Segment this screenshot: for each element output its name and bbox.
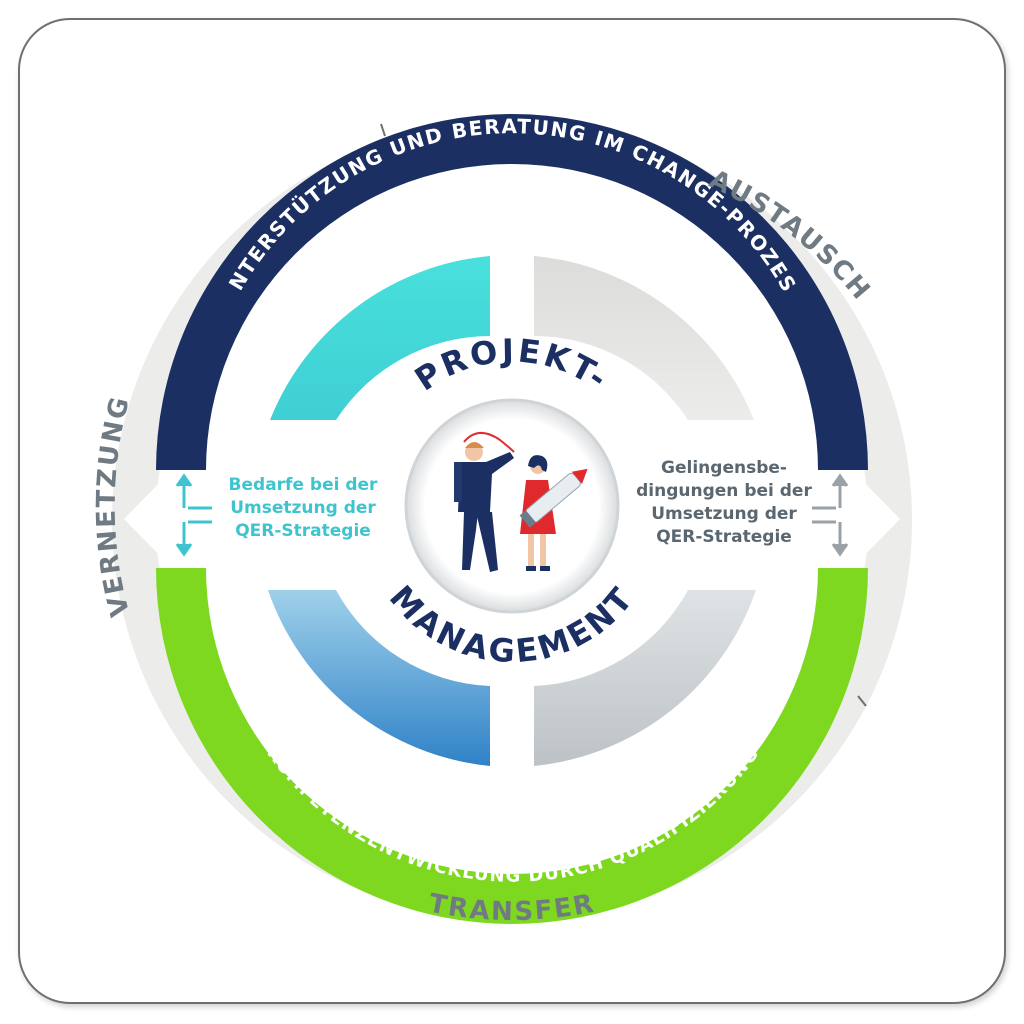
left-description-line: Bedarfe bei der [228, 475, 378, 495]
right-description: Gelingensbe- dingungen bei der Umsetzung… [636, 457, 812, 549]
right-arrows-icon [812, 473, 849, 557]
ring-top-arc [156, 114, 868, 470]
man-figure-icon [454, 432, 515, 572]
quadrant-bottom-left [268, 590, 490, 766]
left-description-line: QER-Strategie [235, 521, 371, 541]
quadrant-bottom-right [534, 590, 756, 766]
left-description-line: Umsetzung der [230, 498, 376, 518]
left-arrows-icon [175, 473, 212, 557]
right-description-line: dingungen bei der [636, 481, 812, 501]
tick-mark [380, 123, 386, 137]
right-description-line: Gelingensbe- [661, 458, 787, 478]
right-description-line: Umsetzung der [651, 504, 797, 524]
left-description: Bedarfe bei der Umsetzung der QER-Strate… [218, 474, 388, 543]
ring-bottom-arc [156, 568, 868, 924]
quadrant-top-right [534, 256, 754, 420]
tick-mark [857, 695, 867, 707]
center-circle [404, 398, 620, 614]
woman-figure-icon [519, 455, 588, 571]
right-node [709, 470, 900, 568]
right-description-line: QER-Strategie [656, 527, 792, 547]
quadrant-top-left [270, 256, 490, 420]
left-node [124, 470, 315, 568]
